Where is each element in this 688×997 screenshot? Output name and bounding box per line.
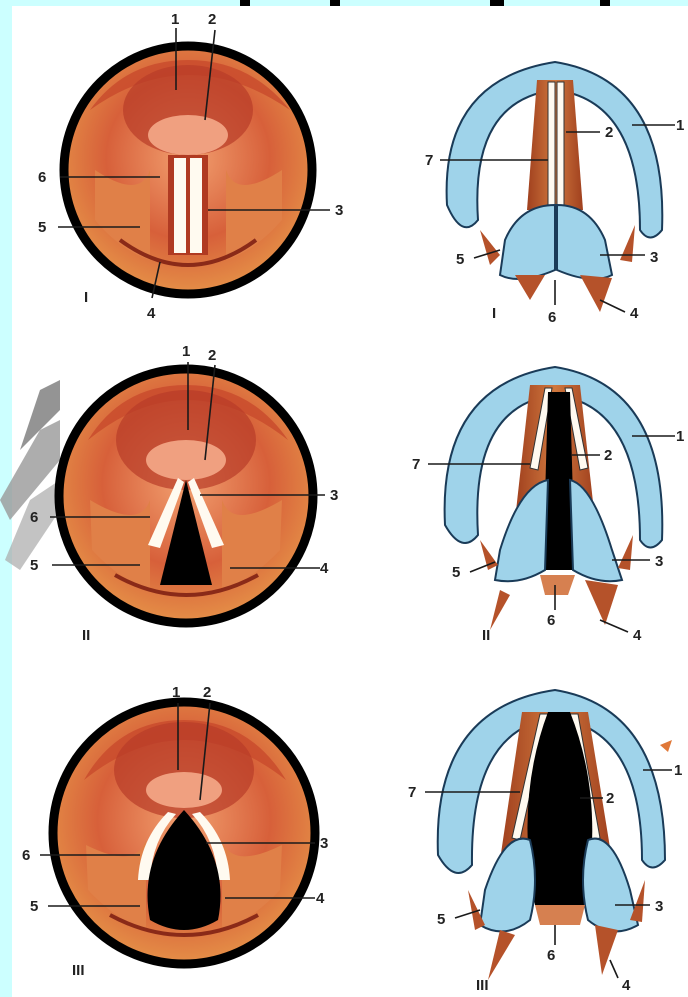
label-3-s5: 5 xyxy=(437,911,445,928)
label-3-3: 3 xyxy=(320,835,328,852)
label-2-4: 4 xyxy=(320,560,329,577)
label-2-3: 3 xyxy=(330,487,338,504)
label-3-s3: 3 xyxy=(655,898,663,915)
label-3-s2: 2 xyxy=(606,790,614,807)
label-3-1: 1 xyxy=(172,684,180,701)
label-2-2: 2 xyxy=(208,347,216,364)
label-1-6: 6 xyxy=(38,169,46,186)
label-2-s7: 7 xyxy=(412,456,420,473)
roman-3-left: III xyxy=(72,962,85,979)
label-3-s6: 6 xyxy=(547,947,555,964)
label-1-s6: 6 xyxy=(548,309,556,326)
label-3-5: 5 xyxy=(30,898,38,915)
roman-1-left: I xyxy=(84,289,88,306)
label-3-s7: 7 xyxy=(408,784,416,801)
label-3-6: 6 xyxy=(22,847,30,864)
label-2-s6: 6 xyxy=(547,612,555,629)
label-1-s3: 3 xyxy=(650,249,658,266)
label-2-s3: 3 xyxy=(655,553,663,570)
label-2-1: 1 xyxy=(182,343,190,360)
label-1-3: 3 xyxy=(335,202,343,219)
label-3-2: 2 xyxy=(203,684,211,701)
label-2-s1: 1 xyxy=(676,428,684,445)
label-3-s1: 1 xyxy=(674,762,682,779)
label-1-s1: 1 xyxy=(676,117,684,134)
schematic-view-1 xyxy=(447,62,663,312)
label-2-s4: 4 xyxy=(633,627,642,644)
label-2-5: 5 xyxy=(30,557,38,574)
roman-2-right: II xyxy=(482,627,490,644)
label-1-5: 5 xyxy=(38,219,46,236)
label-3-4: 4 xyxy=(316,890,325,907)
label-1-s5: 5 xyxy=(456,251,464,268)
roman-3-right: III xyxy=(476,977,489,994)
label-1-s2: 2 xyxy=(605,124,613,141)
label-1-2: 2 xyxy=(208,11,216,28)
endoscopic-view-1 xyxy=(64,46,312,294)
label-1-s4: 4 xyxy=(630,305,639,322)
label-3-s4: 4 xyxy=(622,977,631,994)
label-1-s7: 7 xyxy=(425,152,433,169)
label-2-6: 6 xyxy=(30,509,38,526)
roman-1-right: I xyxy=(492,305,496,322)
roman-2-left: II xyxy=(82,627,90,644)
label-2-s2: 2 xyxy=(604,447,612,464)
label-1-1: 1 xyxy=(171,11,179,28)
schematic-view-2 xyxy=(445,367,663,630)
endoscopic-view-2 xyxy=(59,369,313,623)
endoscopic-view-3 xyxy=(53,702,315,964)
label-1-4: 4 xyxy=(147,305,156,322)
label-2-s5: 5 xyxy=(452,564,460,581)
